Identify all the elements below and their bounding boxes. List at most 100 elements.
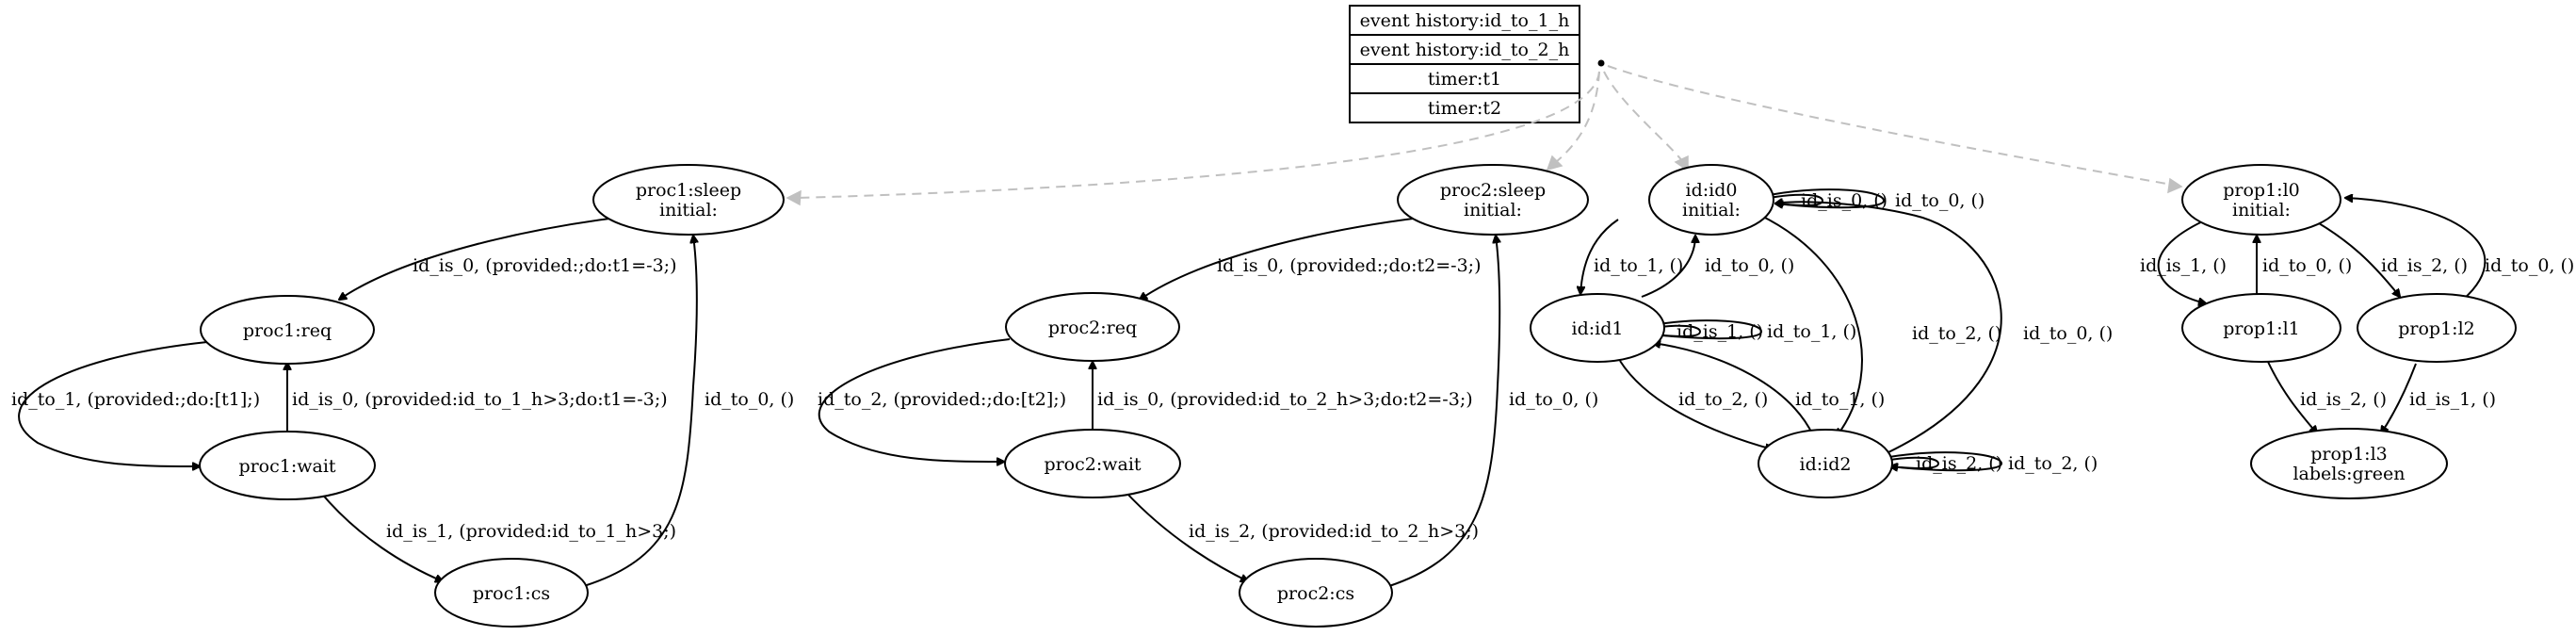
node-prop1-l3[interactable] <box>2250 428 2448 499</box>
edge-label-l0-l1: id_is_1, () <box>2140 255 2227 276</box>
edge-label-proc2-req-wait: id_to_2, (provided:;do:[t2];) <box>818 389 1066 410</box>
initial-arrow-prop1 <box>2167 177 2183 194</box>
node-proc2-wait-name: proc2:wait <box>1044 454 1141 475</box>
edge-l1-l3 <box>2267 361 2317 433</box>
node-prop1-l2-name: prop1:l2 <box>2398 318 2475 339</box>
proc2-machine: id_is_0, (provided:;do:t2=-3;) id_to_2, … <box>818 164 1598 628</box>
node-prop1-l0-initial: initial: <box>2232 200 2291 220</box>
prop1-machine: id_is_1, () id_to_0, () id_is_2, () id_t… <box>2140 164 2574 499</box>
node-proc2-sleep-initial: initial: <box>1464 200 1522 220</box>
edge-label-id1-self-b: id_to_1, () <box>1767 321 1856 342</box>
start-point <box>1597 59 1605 67</box>
edge-proc1-sleep-req <box>339 214 641 300</box>
edge-id2-self-inner <box>1883 456 1940 468</box>
info-row-3: timer:t1 <box>1428 69 1501 90</box>
node-id-id0-name: id:id0 <box>1686 180 1738 201</box>
edge-id2-id1 <box>1653 343 1814 436</box>
node-proc1-wait[interactable] <box>199 431 376 500</box>
edge-l2-l0 <box>2345 198 2487 301</box>
id-machine: id_is_0, () id_to_0, () id_to_1, () id_t… <box>1530 164 2113 498</box>
initial-edge-prop1 <box>1607 65 2173 186</box>
initial-arrow-proc2 <box>1546 155 1563 171</box>
edge-l2-l3 <box>2381 363 2417 433</box>
initial-edge-proc1 <box>796 71 1600 199</box>
node-proc2-cs[interactable] <box>1239 558 1393 628</box>
edge-label-id1-id0: id_to_0, () <box>1705 255 1794 276</box>
edge-label-proc1-wait-req: id_is_0, (provided:id_to_1_h>3;do:t1=-3;… <box>292 389 668 410</box>
edge-label-proc1-req-wait: id_to_1, (provided:;do:[t1];) <box>11 389 260 410</box>
edge-label-l2-l0: id_to_0, () <box>2485 255 2574 276</box>
node-proc2-req-name: proc2:req <box>1048 318 1137 338</box>
edge-id1-id0 <box>1641 236 1695 298</box>
edge-label-l2-l3: id_is_1, () <box>2409 389 2496 410</box>
edge-label-id2-self-b: id_to_2, () <box>2008 453 2098 474</box>
edge-label-proc2-sleep-req: id_is_0, (provided:;do:t2=-3;) <box>1217 255 1481 276</box>
info-row-4: timer:t2 <box>1428 98 1501 119</box>
edge-label-proc2-wait-req: id_is_0, (provided:id_to_2_h>3;do:t2=-3;… <box>1097 389 1473 410</box>
edge-label-proc1-sleep-req: id_is_0, (provided:;do:t1=-3;) <box>413 255 676 276</box>
node-prop1-l0-name: prop1:l0 <box>2223 180 2300 201</box>
initial-arrow-id <box>1674 155 1689 172</box>
edge-label-id1-self-a: id_is_1, () <box>1677 321 1763 342</box>
edge-label-id1-id2: id_to_2, () <box>1678 389 1768 410</box>
initial-arrow-proc1 <box>786 189 802 206</box>
edge-proc2-wait-cs <box>1125 491 1248 581</box>
node-proc1-sleep-name: proc1:sleep <box>636 180 741 201</box>
node-prop1-l1[interactable] <box>2181 293 2341 363</box>
proc1-machine: id_is_0, (provided:;do:t1=-3;) id_to_1, … <box>11 164 794 628</box>
edge-proc2-sleep-req <box>1140 214 1446 300</box>
edge-id1-self-inner <box>1645 324 1702 336</box>
edge-label-proc2-cs-sleep: id_to_0, () <box>1509 389 1598 410</box>
node-prop1-l1-name: prop1:l1 <box>2223 318 2300 339</box>
edge-l0-l2 <box>2307 216 2400 297</box>
node-proc1-sleep-initial: initial: <box>659 200 718 220</box>
edge-id0-id1 <box>1580 219 1619 294</box>
initial-edge-proc2 <box>1555 71 1600 163</box>
edge-proc1-wait-cs <box>319 491 443 581</box>
node-proc2-wait[interactable] <box>1004 429 1181 498</box>
node-prop1-l3-name: prop1:l3 <box>2310 444 2388 465</box>
node-proc1-req[interactable] <box>200 295 375 365</box>
edge-id2-id0 <box>1775 202 2002 453</box>
node-proc1-cs-name: proc1:cs <box>473 583 550 604</box>
info-row-2: event history:id_to_2_h <box>1360 40 1570 60</box>
edge-label-l0-l2: id_is_2, () <box>2381 255 2468 276</box>
edge-proc2-req-wait <box>818 338 1011 462</box>
edge-label-l1-l0: id_to_0, () <box>2262 255 2352 276</box>
node-proc1-req-name: proc1:req <box>243 320 332 341</box>
node-proc2-cs-name: proc2:cs <box>1277 583 1354 604</box>
edge-label-id0-id2: id_to_2, () <box>1912 323 2001 344</box>
node-proc1-cs[interactable] <box>434 558 589 628</box>
node-proc2-req[interactable] <box>1005 292 1180 362</box>
node-id-id0[interactable] <box>1648 164 1774 236</box>
edge-proc2-cs-sleep <box>1388 236 1499 587</box>
node-prop1-l3-labels: labels:green <box>2292 464 2405 484</box>
info-row-1: event history:id_to_1_h <box>1360 10 1570 31</box>
edge-label-id2-id1: id_to_1, () <box>1795 389 1885 410</box>
edge-id2-self-outer <box>1883 451 2003 470</box>
edge-id0-self-inner <box>1768 193 1824 205</box>
edge-label-id0-self-b: id_to_0, () <box>1895 190 1985 211</box>
node-id-id2[interactable] <box>1758 429 1893 498</box>
edge-l0-l1 <box>2157 218 2210 303</box>
node-prop1-l0[interactable] <box>2181 164 2341 236</box>
edge-label-l1-l3: id_is_2, () <box>2300 389 2387 410</box>
node-proc1-wait-name: proc1:wait <box>238 456 335 477</box>
edge-proc1-req-wait <box>18 341 208 466</box>
info-table: event history:id_to_1_h event history:id… <box>1349 5 1580 123</box>
node-id-id1[interactable] <box>1530 293 1665 363</box>
edge-id0-self-outer <box>1768 188 1886 207</box>
node-id-id2-name: id:id2 <box>1800 454 1852 475</box>
node-id-id0-initial: initial: <box>1682 200 1741 220</box>
node-prop1-l2[interactable] <box>2357 293 2517 363</box>
node-proc2-sleep[interactable] <box>1397 164 1589 236</box>
edge-label-id2-self-a: id_is_2, () <box>1916 453 2002 474</box>
edge-label-proc1-cs-sleep: id_to_0, () <box>705 389 794 410</box>
edge-id1-self-outer <box>1645 319 1763 338</box>
edge-label-id0-id1: id_to_1, () <box>1594 255 1683 276</box>
edge-proc1-cs-sleep <box>583 236 697 587</box>
node-proc2-sleep-name: proc2:sleep <box>1440 180 1546 201</box>
edge-label-id2-id0: id_to_0, () <box>2023 323 2113 344</box>
edge-id0-id2 <box>1758 214 1863 436</box>
node-proc1-sleep[interactable] <box>592 164 785 236</box>
